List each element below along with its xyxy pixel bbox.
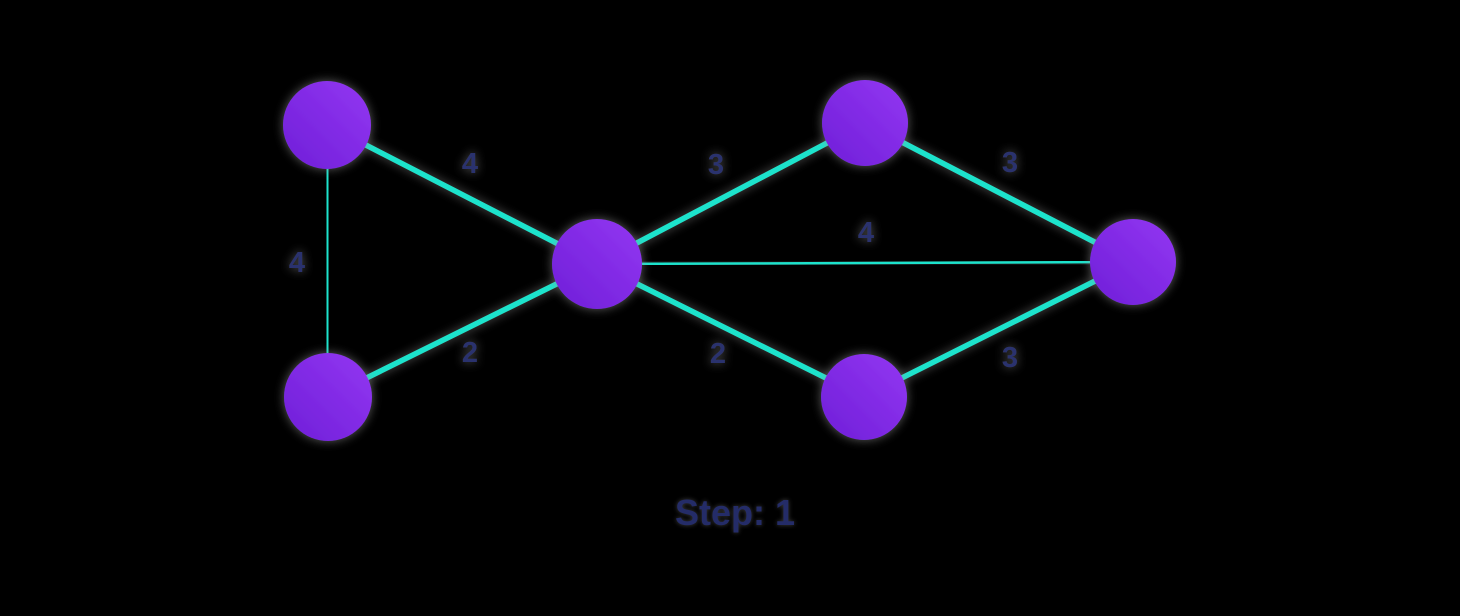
edge-center-bottom-right xyxy=(594,261,867,400)
edge-weight-center-right: 4 xyxy=(858,217,874,249)
edge-weight-top-right-right: 3 xyxy=(1002,147,1018,179)
edge-weight-center-bottom-right: 2 xyxy=(710,338,726,370)
node-top-right xyxy=(822,80,908,166)
edge-weight-center-top-right: 3 xyxy=(708,149,724,181)
node-bottom-right xyxy=(821,354,907,440)
edge-weight-top-left-bottom-left: 4 xyxy=(289,247,305,279)
edge-bottom-right-right xyxy=(861,259,1136,400)
edge-top-left-center xyxy=(324,122,600,267)
edge-weight-bottom-right-right: 3 xyxy=(1002,342,1018,374)
node-right xyxy=(1090,219,1176,305)
edge-weight-bottom-left-center: 2 xyxy=(462,337,478,369)
node-bottom-left xyxy=(284,353,372,441)
edge-top-left-bottom-left xyxy=(325,123,330,399)
edge-bottom-left-center xyxy=(325,261,600,400)
node-top-left xyxy=(283,81,371,169)
node-center xyxy=(552,219,642,309)
edge-center-top-right xyxy=(594,120,868,267)
edge-weight-top-left-center: 4 xyxy=(462,148,478,180)
step-caption: Step: 1 xyxy=(674,492,796,533)
edge-top-right-right xyxy=(862,120,1136,265)
edge-center-right xyxy=(595,260,1135,266)
